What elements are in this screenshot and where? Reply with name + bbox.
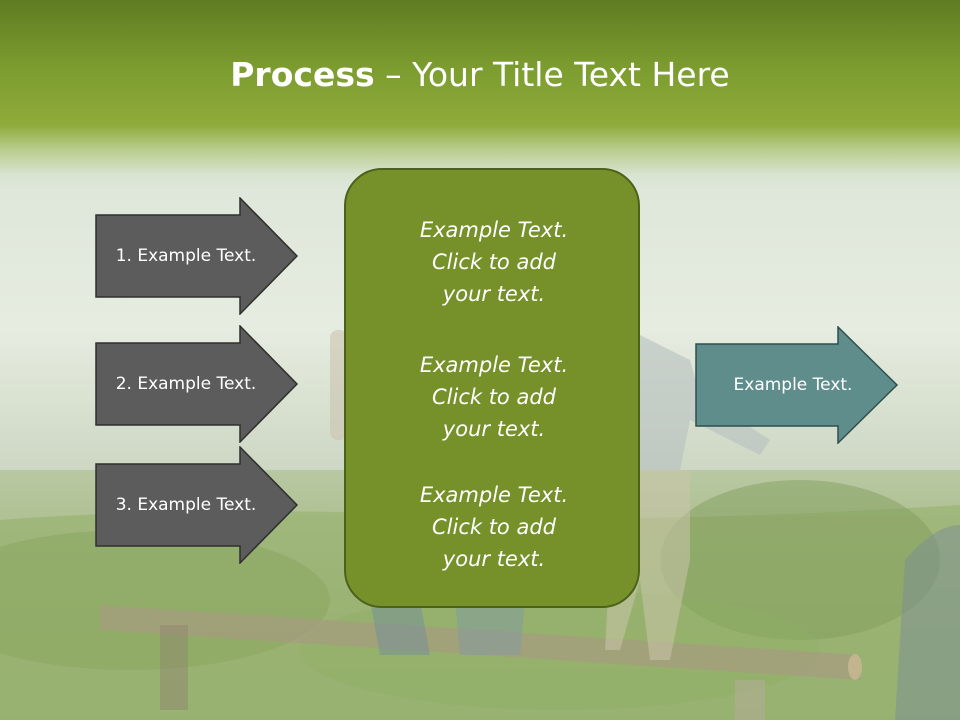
output-arrow[interactable]: Example Text. [695, 326, 901, 444]
slide-title[interactable]: Process – Your Title Text Here [0, 52, 960, 98]
panel-text-block-2[interactable]: Example Text. Click to add your text. [346, 349, 642, 445]
panel-text-2-line-1: Example Text. [419, 353, 569, 377]
input-arrow-3-label: 3. Example Text. [115, 495, 257, 515]
panel-text-block-3[interactable]: Example Text. Click to add your text. [346, 479, 642, 575]
input-arrow-1[interactable]: 1. Example Text. [95, 197, 301, 315]
panel-text-3-line-2: Click to add [431, 515, 556, 539]
output-arrow-label: Example Text. [733, 375, 853, 395]
title-bold-part: Process [230, 55, 375, 94]
panel-text-1-line-2: Click to add [431, 250, 556, 274]
input-arrow-3[interactable]: 3. Example Text. [95, 446, 301, 564]
input-arrow-1-label: 1. Example Text. [115, 246, 257, 266]
panel-text-3-line-3: your text. [442, 547, 546, 571]
input-arrow-2[interactable]: 2. Example Text. [95, 325, 301, 443]
title-rest-part: – Your Title Text Here [374, 55, 730, 94]
panel-text-3-line-1: Example Text. [419, 483, 569, 507]
panel-text-1-line-1: Example Text. [419, 218, 569, 242]
panel-text-2-line-2: Click to add [431, 385, 556, 409]
panel-text-block-1[interactable]: Example Text. Click to add your text. [346, 214, 642, 310]
input-arrow-2-label: 2. Example Text. [115, 374, 257, 394]
process-panel[interactable]: Example Text. Click to add your text. Ex… [344, 168, 640, 608]
header-band [0, 0, 960, 190]
panel-text-1-line-3: your text. [442, 282, 546, 306]
panel-text-2-line-3: your text. [442, 417, 546, 441]
